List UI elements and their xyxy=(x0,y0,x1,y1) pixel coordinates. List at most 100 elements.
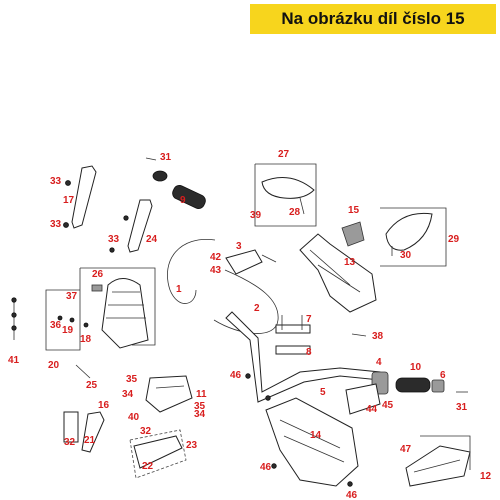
cover-11 xyxy=(145,375,193,413)
part-label-16: 16 xyxy=(98,400,110,411)
inner-panel-14 xyxy=(265,397,359,487)
part-label-29: 29 xyxy=(448,234,460,245)
clamp-lower-8 xyxy=(275,345,311,355)
grip-10 xyxy=(395,377,431,393)
banner-text: Na obrázku díl číslo 15 xyxy=(281,9,465,28)
part-label-30: 30 xyxy=(400,250,412,261)
part-label-5: 5 xyxy=(320,387,326,398)
screw-46b xyxy=(265,395,271,401)
cover-11-detail xyxy=(155,385,185,389)
part-label-46: 46 xyxy=(230,370,242,381)
screw-46c xyxy=(271,463,277,469)
screw-46d xyxy=(347,481,353,487)
part-label-14: 14 xyxy=(310,430,322,441)
inner-panel-detail xyxy=(279,419,345,463)
lower-trim-detail xyxy=(413,459,461,473)
part-label-33: 33 xyxy=(50,176,62,187)
part-label-1: 1 xyxy=(176,284,182,295)
strip-16 xyxy=(81,411,105,453)
part-label-35: 35 xyxy=(194,401,206,412)
part-label-28: 28 xyxy=(289,207,301,218)
part-label-31: 31 xyxy=(456,402,468,413)
part-label-10: 10 xyxy=(410,362,422,373)
part-label-46: 46 xyxy=(346,490,358,500)
part-label-12: 12 xyxy=(480,471,492,482)
part-label-47: 47 xyxy=(400,444,412,455)
part-15 xyxy=(341,221,365,247)
part-label-32: 32 xyxy=(64,437,76,448)
part-label-19: 19 xyxy=(62,325,74,336)
windscreen-bracket-line xyxy=(80,267,156,346)
bolt-38 xyxy=(351,333,367,337)
part-label-26: 26 xyxy=(92,269,104,280)
part-label-27: 27 xyxy=(278,149,290,160)
screw-33b xyxy=(63,222,69,228)
part-label-3: 3 xyxy=(236,241,242,252)
part-label-41: 41 xyxy=(8,355,20,366)
cable-1 xyxy=(167,238,216,304)
mirror-left-27 xyxy=(261,177,315,199)
mirror-left-frame xyxy=(254,163,317,227)
part-label-31: 31 xyxy=(160,152,172,163)
screw-46a xyxy=(245,373,251,379)
bracket-44 xyxy=(345,383,381,415)
part-label-33: 33 xyxy=(108,234,120,245)
part-label-39: 39 xyxy=(250,210,262,221)
part-label-42: 42 xyxy=(210,252,222,263)
part-label-35: 35 xyxy=(126,374,138,385)
strip-23-outline xyxy=(129,429,187,479)
screw-33d xyxy=(109,247,115,253)
lower-trim-frame xyxy=(420,435,471,470)
windscreen-frame-line xyxy=(45,268,81,351)
part-label-17: 17 xyxy=(63,195,75,206)
nut-18 xyxy=(83,322,89,328)
bolt-41a xyxy=(11,297,17,303)
mirror-right-29 xyxy=(385,212,433,251)
front-cover-13 xyxy=(299,233,377,313)
cable-2 xyxy=(213,269,279,334)
bolt-41c xyxy=(11,325,17,331)
part-label-2: 2 xyxy=(254,303,260,314)
part-label-37: 37 xyxy=(66,291,78,302)
front-cover-detail xyxy=(309,249,361,293)
part-label-32: 32 xyxy=(140,426,152,437)
part-label-45: 45 xyxy=(382,400,394,411)
clamp-upper-8 xyxy=(275,324,311,334)
part-number-banner: Na obrázku díl číslo 15 xyxy=(250,4,496,34)
part-label-6: 6 xyxy=(440,370,446,381)
part-label-44: 44 xyxy=(366,404,378,415)
part-label-43: 43 xyxy=(210,265,222,276)
throttle-sleeve xyxy=(152,170,168,182)
bar-end-weight-6 xyxy=(431,379,445,393)
mirror-left-stem xyxy=(299,197,305,215)
part-label-22: 22 xyxy=(142,461,154,472)
strip-22 xyxy=(133,435,183,469)
part-label-21: 21 xyxy=(84,435,96,446)
trim-strip-17 xyxy=(71,165,97,229)
part-label-38: 38 xyxy=(372,331,384,342)
part-label-20: 20 xyxy=(48,360,60,371)
screw-36 xyxy=(57,315,63,321)
part-label-4: 4 xyxy=(376,357,382,368)
clip-26 xyxy=(91,284,103,292)
windscreen xyxy=(101,278,149,349)
switch-housing-3 xyxy=(225,249,263,275)
part-label-36: 36 xyxy=(50,320,62,331)
bracket-24 xyxy=(127,199,153,253)
washer-19 xyxy=(69,317,75,323)
part-label-23: 23 xyxy=(186,440,198,451)
part-label-15: 15 xyxy=(348,205,360,216)
part-label-7: 7 xyxy=(306,314,312,325)
part-label-40: 40 xyxy=(128,412,140,423)
bolt-41b xyxy=(11,312,17,318)
part-label-34: 34 xyxy=(122,389,134,400)
switch-lever xyxy=(261,254,277,263)
part-label-46: 46 xyxy=(260,462,272,473)
part-label-25: 25 xyxy=(86,380,98,391)
part-label-18: 18 xyxy=(80,334,92,345)
part-label-24: 24 xyxy=(146,234,158,245)
screw-31 xyxy=(145,157,157,161)
part-label-11: 11 xyxy=(196,389,207,400)
part-label-33: 33 xyxy=(50,219,62,230)
